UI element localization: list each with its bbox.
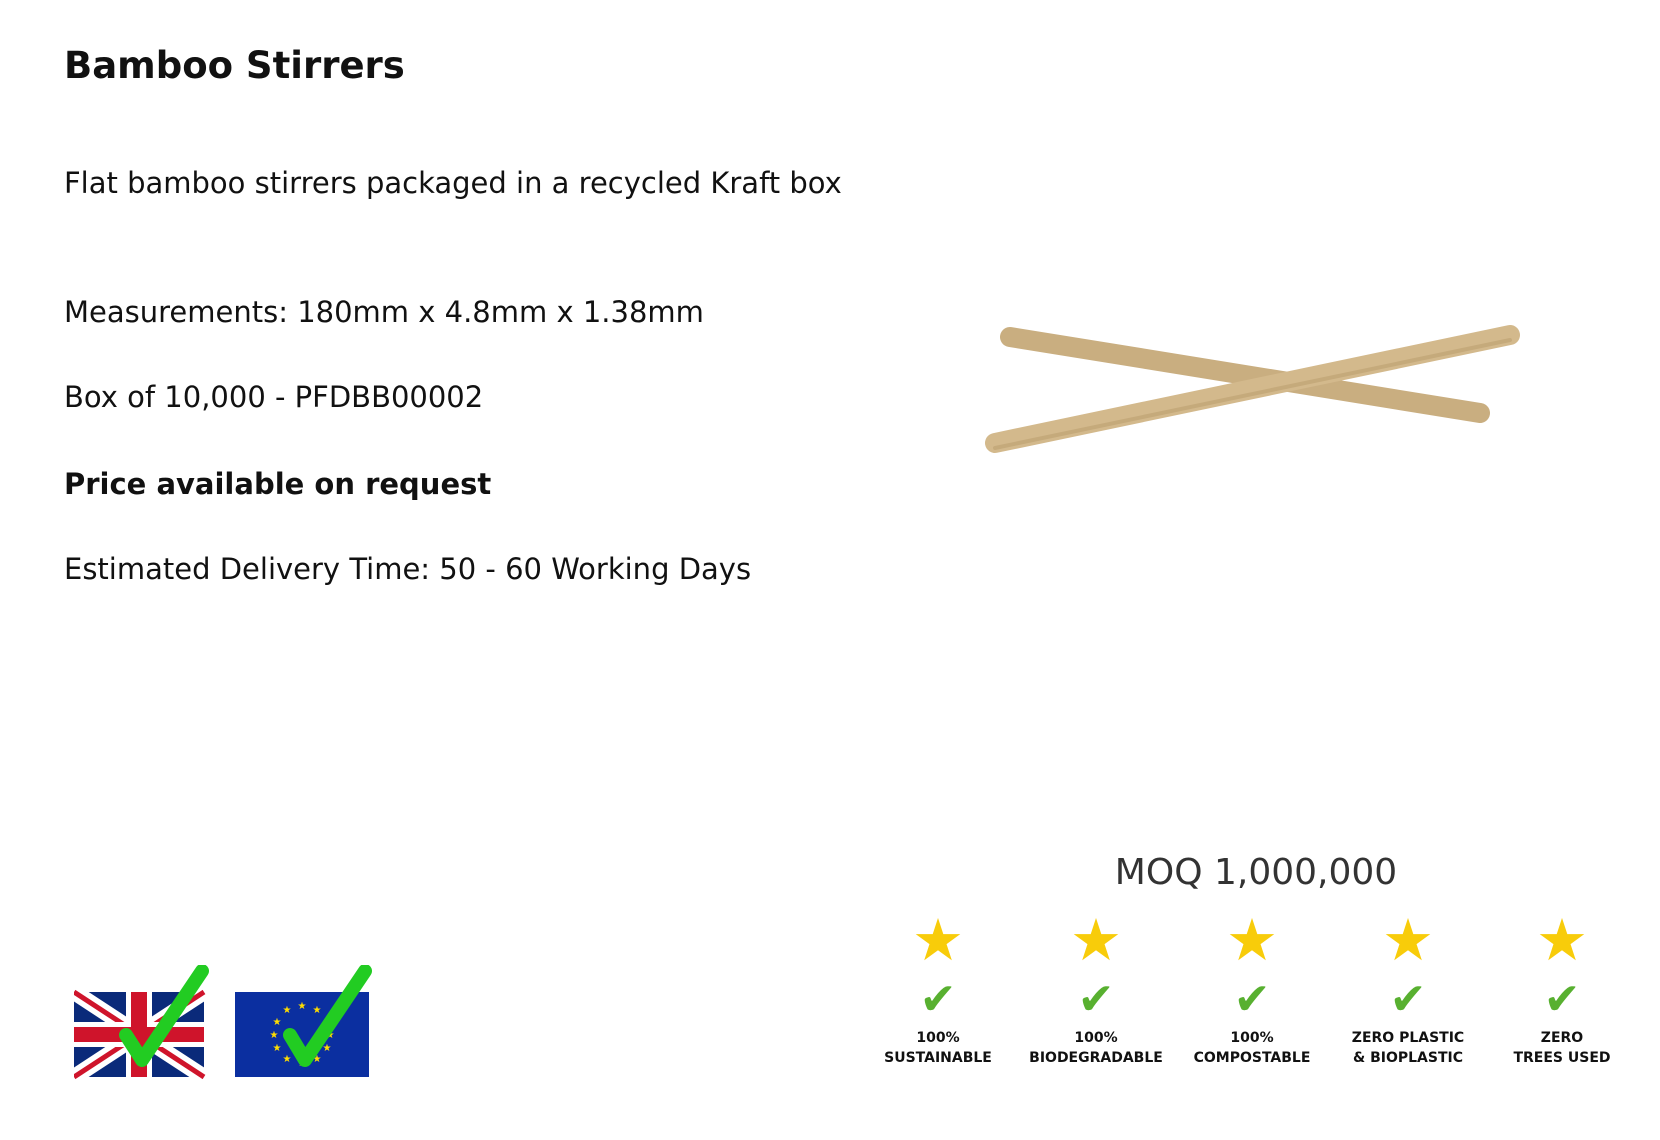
product-title: Bamboo Stirrers — [64, 44, 405, 87]
svg-text:★: ★ — [323, 1043, 332, 1054]
badge-label: ZERO PLASTIC& BIOPLASTIC — [1351, 1030, 1465, 1066]
star-icon: ★ — [1070, 906, 1122, 974]
check-icon: ✔ — [919, 974, 957, 1025]
svg-text:★: ★ — [270, 1030, 279, 1041]
check-icon: ✔ — [1077, 974, 1115, 1025]
badge-zero-plastic: ★ ✔ ZERO PLASTIC& BIOPLASTIC — [1333, 910, 1483, 1068]
svg-text:★: ★ — [273, 1043, 282, 1054]
svg-text:★: ★ — [283, 1054, 292, 1065]
star-icon: ★ — [1536, 906, 1588, 974]
badge-label: 100%BIODEGRADABLE — [1029, 1030, 1163, 1066]
uk-flag-check-icon — [74, 965, 209, 1080]
check-icon: ✔ — [1389, 974, 1427, 1025]
svg-text:★: ★ — [283, 1005, 292, 1016]
svg-text:★: ★ — [273, 1017, 282, 1028]
product-measurements: Measurements: 180mm x 4.8mm x 1.38mm — [64, 295, 704, 329]
star-icon: ★ — [1226, 906, 1278, 974]
check-icon: ✔ — [1543, 974, 1581, 1025]
check-icon: ✔ — [1233, 974, 1271, 1025]
badge-label: 100%COMPOSTABLE — [1193, 1030, 1311, 1066]
badge-label: 100%SUSTAINABLE — [884, 1030, 992, 1066]
badge-sustainable: ★ ✔ 100%SUSTAINABLE — [863, 910, 1013, 1068]
product-description: Flat bamboo stirrers packaged in a recyc… — [64, 166, 842, 200]
moq-label: MOQ 1,000,000 — [1114, 852, 1398, 893]
svg-text:★: ★ — [313, 1054, 322, 1065]
svg-text:★: ★ — [326, 1030, 335, 1041]
product-price: Price available on request — [64, 467, 492, 501]
badge-compostable: ★ ✔ 100%COMPOSTABLE — [1177, 910, 1327, 1068]
eu-flag-check-icon: ★★★ ★★★★ ★★★★★ — [235, 965, 372, 1077]
product-image-stirrers — [985, 325, 1520, 453]
badge-biodegradable: ★ ✔ 100%BIODEGRADABLE — [1021, 910, 1171, 1068]
product-delivery: Estimated Delivery Time: 50 - 60 Working… — [64, 552, 752, 586]
svg-text:★: ★ — [313, 1005, 322, 1016]
star-icon: ★ — [912, 906, 964, 974]
product-box: Box of 10,000 - PFDBB00002 — [64, 380, 484, 414]
svg-text:★: ★ — [298, 1001, 307, 1012]
star-icon: ★ — [1382, 906, 1434, 974]
